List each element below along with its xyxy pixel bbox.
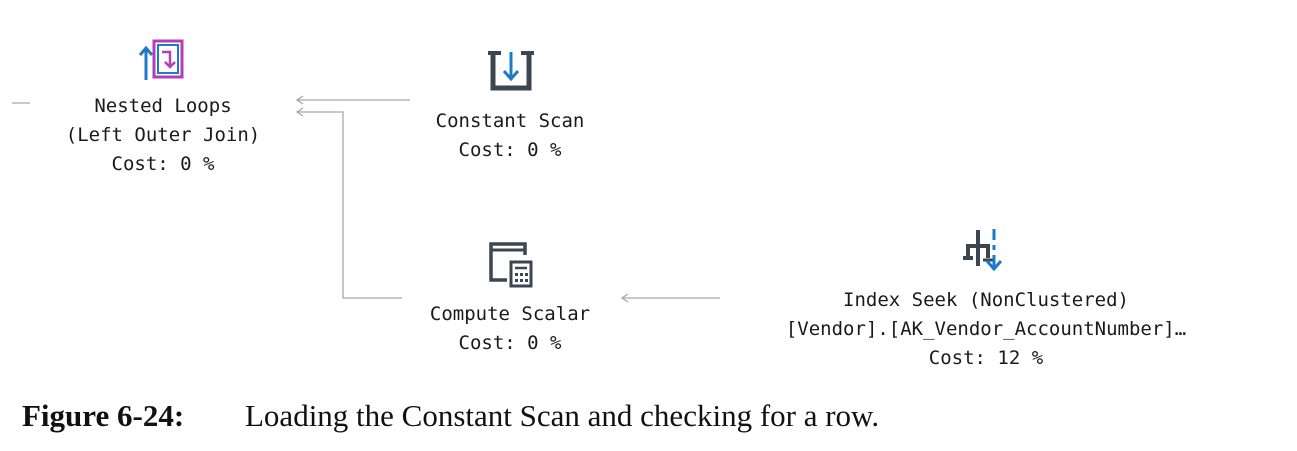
node-index-seek[interactable]: Index Seek (NonClustered) [Vendor].[AK_V…: [726, 220, 1246, 380]
compute-scalar-cost: Cost: 0 %: [458, 332, 562, 354]
index-seek-object: [Vendor].[AK_Vendor_AccountNumber]…: [785, 318, 1187, 340]
constant-scan-cost: Cost: 0 %: [458, 139, 562, 161]
nested-loops-icon: [138, 39, 184, 80]
constant-scan-icon: [488, 51, 534, 91]
nested-loops-subtitle: (Left Outer Join): [65, 124, 261, 146]
node-nested-loops[interactable]: Nested Loops (Left Outer Join) Cost: 0 %: [40, 0, 286, 190]
index-seek-cost: Cost: 12 %: [928, 347, 1044, 369]
constant-scan-title: Constant Scan: [435, 110, 585, 132]
index-seek-icon: [963, 229, 1003, 272]
connector-compute-to-nested: [295, 107, 402, 299]
figure-caption: Figure 6-24: Loading the Constant Scan a…: [22, 398, 879, 434]
compute-scalar-icon: [489, 242, 533, 288]
index-seek-title: Index Seek (NonClustered): [843, 289, 1129, 311]
nested-loops-cost: Cost: 0 %: [111, 153, 215, 175]
connector-seek-to-compute: [620, 293, 720, 303]
node-compute-scalar[interactable]: Compute Scalar Cost: 0 %: [400, 230, 620, 370]
node-constant-scan[interactable]: Constant Scan Cost: 0 %: [400, 0, 620, 180]
figure-caption-label: Figure 6-24:: [22, 398, 185, 433]
nested-loops-title: Nested Loops: [94, 95, 232, 117]
compute-scalar-title: Compute Scalar: [429, 303, 591, 325]
figure-caption-text: Loading the Constant Scan and checking f…: [245, 398, 880, 433]
connector-constant-to-nested: [295, 95, 410, 105]
